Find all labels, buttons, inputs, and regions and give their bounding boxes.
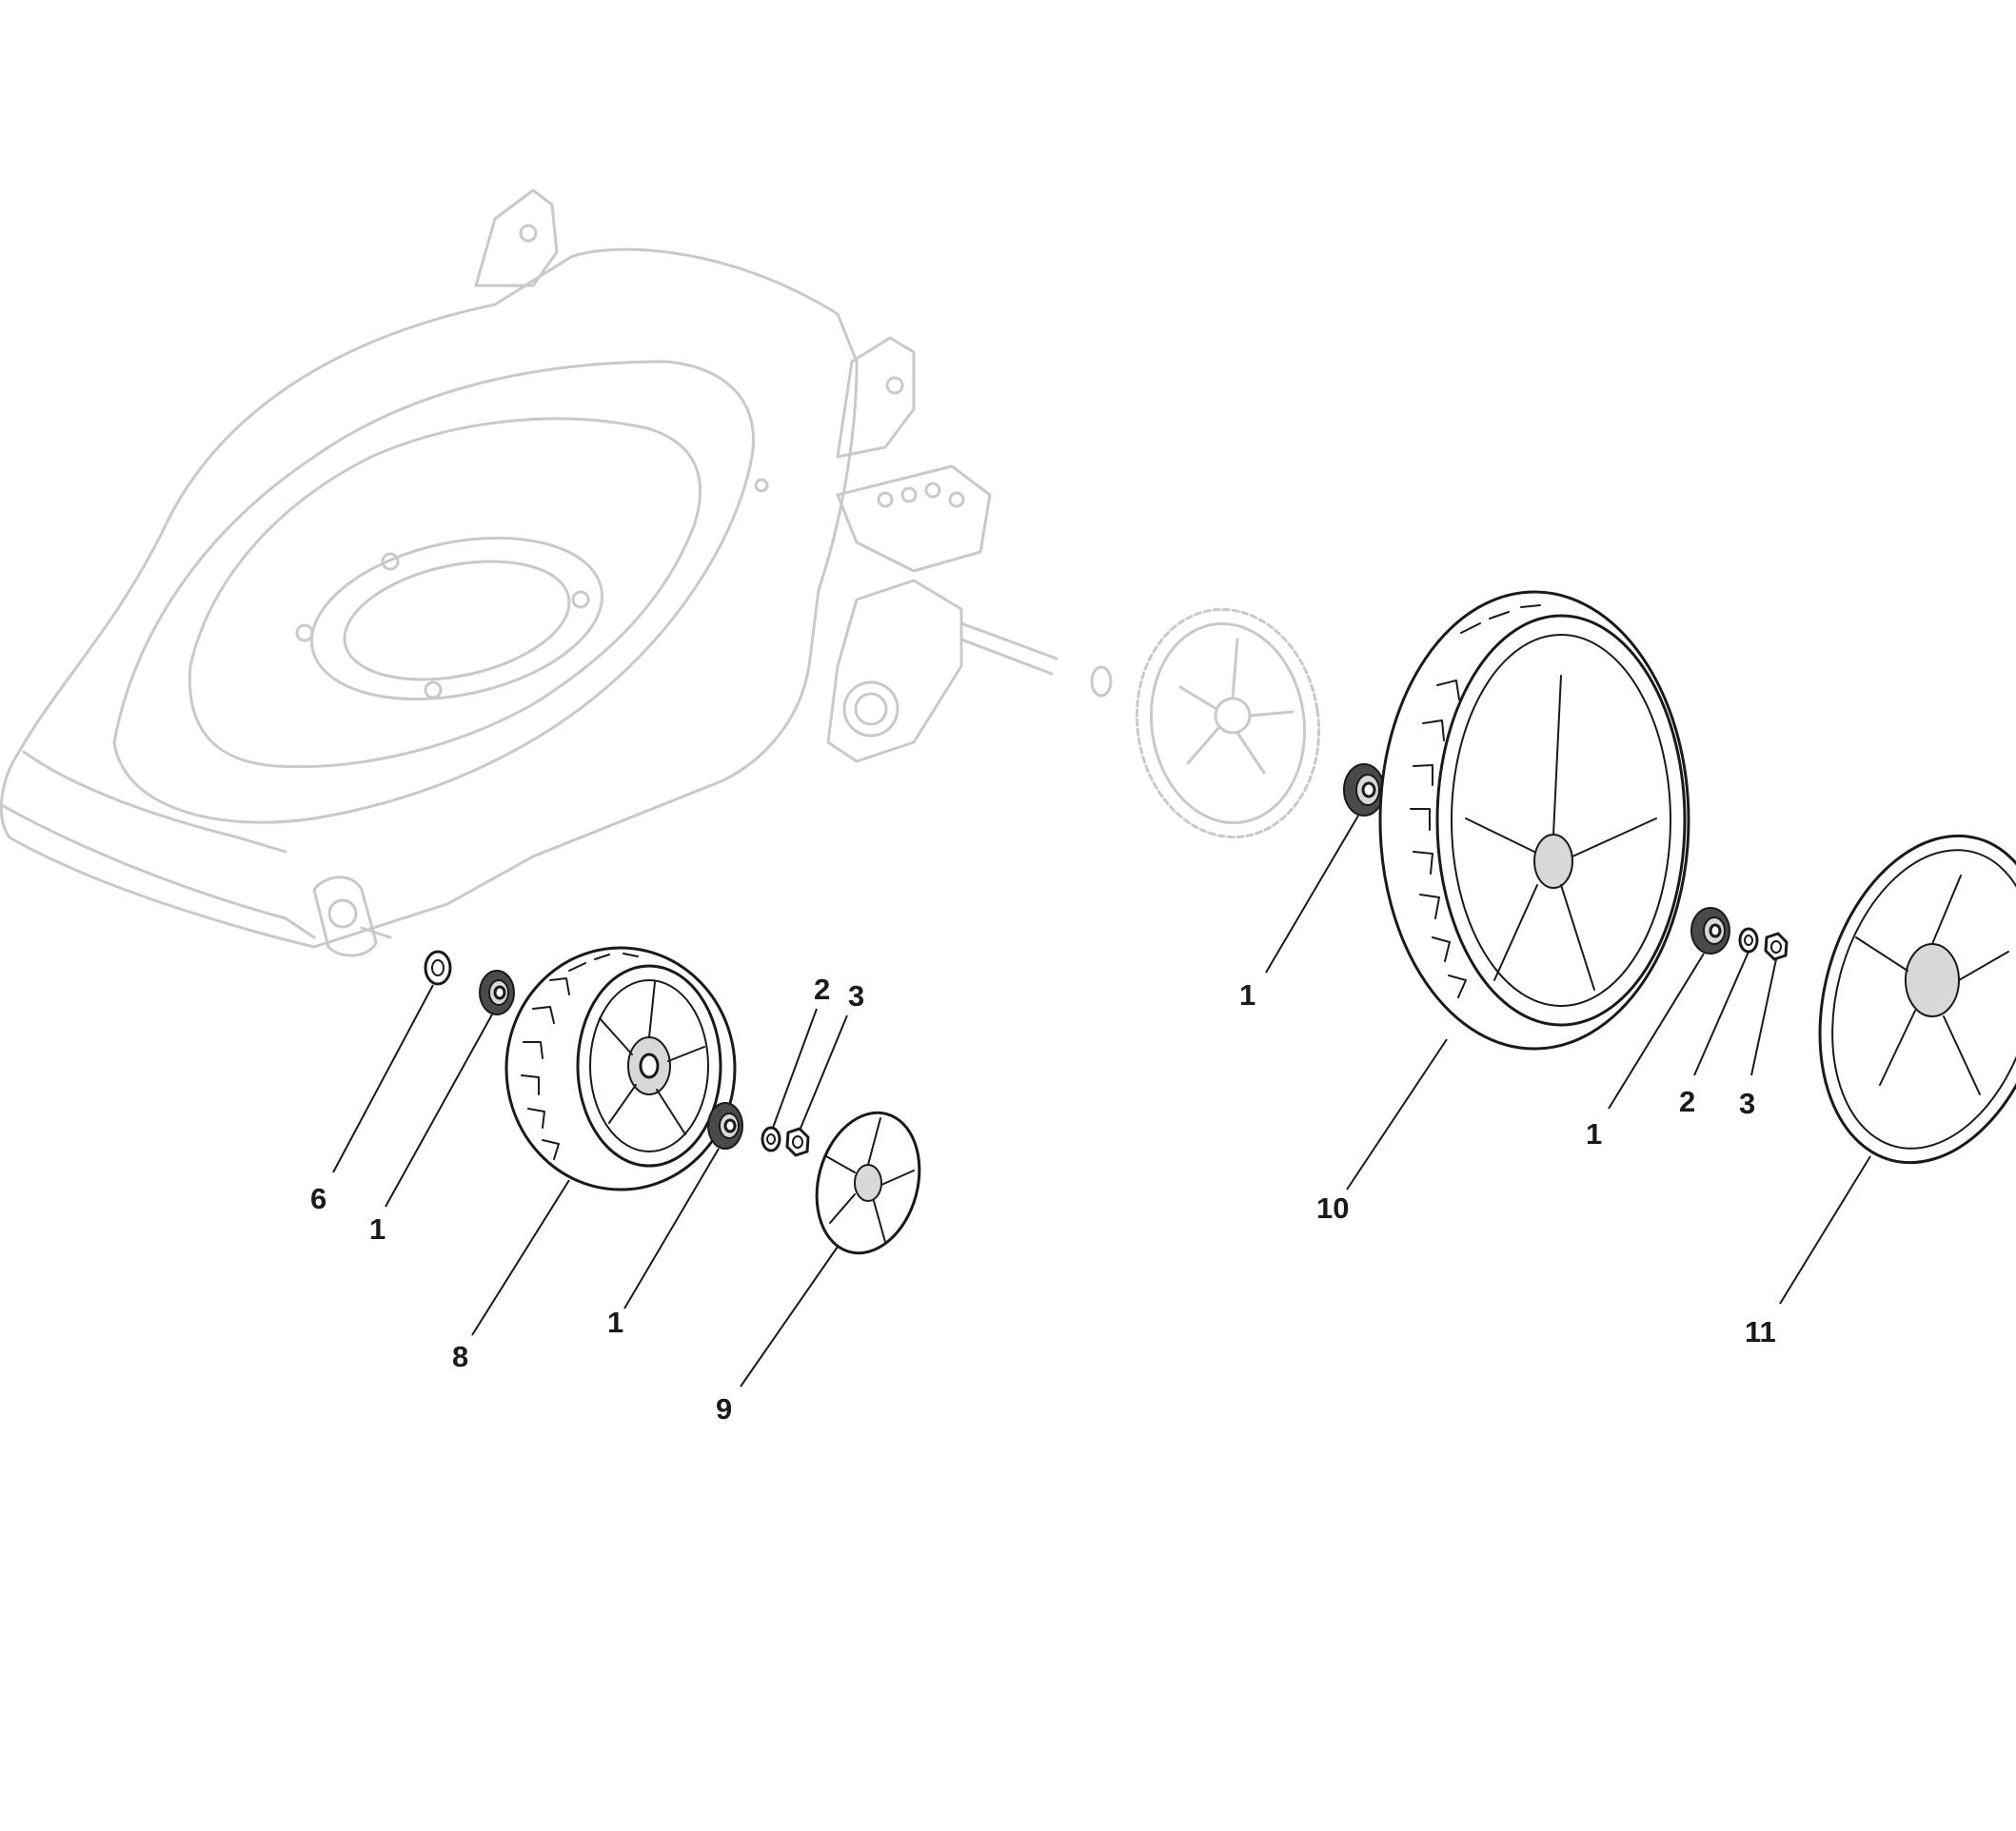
washer-part-2b [1738, 927, 1759, 954]
leader-6 [332, 984, 434, 1173]
bearing-part-1d [1690, 907, 1730, 955]
leader-8 [471, 1179, 570, 1336]
leader-11 [1779, 1155, 1871, 1305]
callout-10: 10 [1316, 1191, 1349, 1225]
leader-1d [1608, 953, 1705, 1110]
callout-labels: 6 1 8 1 9 2 3 1 10 1 2 3 11 [310, 973, 1776, 1426]
large-hubcap-part-11 [1818, 834, 2016, 1165]
small-hubcap-part-9 [815, 1111, 921, 1255]
bearing-part-1a [479, 970, 515, 1015]
leader-10 [1346, 1038, 1448, 1191]
mower-deck-ghost [0, 188, 1321, 957]
washer-part-6 [424, 950, 452, 986]
callout-11: 11 [1745, 1315, 1776, 1349]
leader-1b [623, 1148, 720, 1309]
bearing-part-1c [1343, 763, 1385, 817]
leader-9 [740, 1246, 839, 1388]
callout-6: 6 [310, 1182, 326, 1215]
callout-2b: 2 [1679, 1085, 1695, 1118]
washer-part-2a [761, 1126, 781, 1152]
leader-1a [385, 1014, 493, 1208]
leader-2b [1693, 951, 1749, 1076]
callout-2a: 2 [814, 973, 830, 1006]
callout-3b: 3 [1739, 1087, 1755, 1120]
front-wheel-assembly [424, 946, 921, 1255]
bearing-part-1b [707, 1102, 743, 1150]
small-wheel-part-8 [504, 946, 737, 1191]
nut-part-3b [1764, 932, 1789, 961]
leader-lines [332, 815, 1871, 1388]
rear-wheel-assembly [1343, 590, 2016, 1165]
large-wheel-part-10 [1378, 590, 1690, 1051]
callout-1b: 1 [607, 1306, 623, 1339]
leader-1c [1265, 815, 1359, 974]
callout-3a: 3 [848, 979, 864, 1013]
callout-9: 9 [716, 1392, 732, 1426]
callout-8: 8 [452, 1340, 468, 1373]
leader-3b [1750, 958, 1777, 1076]
leader-2a [772, 1008, 818, 1129]
nut-part-3a [785, 1127, 810, 1157]
callout-1d: 1 [1586, 1117, 1602, 1151]
callout-1a: 1 [369, 1212, 385, 1246]
drive-gear-ghost [1135, 607, 1321, 839]
leader-3a [799, 1014, 848, 1132]
callout-1c: 1 [1239, 978, 1255, 1012]
